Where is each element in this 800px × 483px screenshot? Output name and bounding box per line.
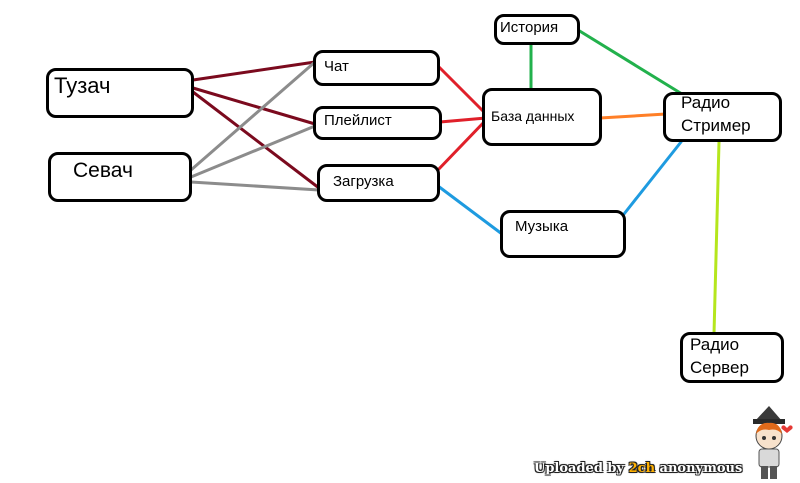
edge-upload-database <box>434 118 488 174</box>
node-radio-server[interactable]: Радио Сервер <box>680 332 784 383</box>
node-box <box>313 50 440 86</box>
node-box <box>48 152 192 202</box>
node-box <box>494 14 580 45</box>
edge-database-streamer <box>598 112 668 120</box>
node-playlist[interactable]: Плейлист <box>313 106 442 140</box>
node-label: Севач <box>73 159 133 182</box>
node-label: Музыка <box>515 218 569 235</box>
node-upload[interactable]: Загрузка <box>317 164 440 202</box>
node-label: История <box>500 19 559 36</box>
node-label: Загрузка <box>333 173 394 190</box>
edge-history-streamer <box>576 28 684 96</box>
edge-music-streamer <box>622 140 683 216</box>
edge-streamer-server <box>712 140 721 336</box>
edge-sevach-chat <box>189 60 317 172</box>
upload-watermark: Uploaded by 2ch anonymous <box>534 461 762 481</box>
node-box <box>317 164 440 202</box>
connection-lines <box>189 28 721 336</box>
node-history[interactable]: История <box>494 14 580 45</box>
edge-sevach-playlist <box>189 124 317 179</box>
node-box <box>663 92 782 142</box>
node-label: Тузач <box>54 73 111 98</box>
node-database[interactable]: База данных <box>482 88 602 146</box>
edge-tuzach-playlist <box>191 86 317 126</box>
node-box <box>680 332 784 383</box>
node-label: Плейлист <box>324 112 392 129</box>
node-box <box>482 88 602 146</box>
watermark-suffix: anonymous <box>655 461 743 476</box>
edge-upload-music <box>436 184 504 236</box>
node-label-line2: Сервер <box>690 358 749 377</box>
edge-tuzach-chat <box>191 60 317 82</box>
node-label-line2: Стример <box>681 116 751 135</box>
edge-sevach-upload <box>189 180 321 192</box>
node-box <box>500 210 626 258</box>
node-label-line1: Радио <box>681 93 731 112</box>
node-music[interactable]: Музыка <box>500 210 626 258</box>
node-sevach[interactable]: Севач <box>48 152 192 202</box>
edge-tuzach-upload <box>191 90 321 190</box>
node-label: База данных <box>491 108 575 124</box>
node-tuzach[interactable]: Тузач <box>46 68 194 118</box>
watermark-brand: 2ch <box>628 461 656 476</box>
edge-chat-database <box>436 64 488 116</box>
node-label-line1: Радио <box>690 335 740 354</box>
node-label: Чат <box>324 58 349 75</box>
node-radio-streamer[interactable]: Радио Стример <box>663 92 782 142</box>
watermark-prefix: Uploaded by <box>534 461 629 476</box>
edge-playlist-database <box>438 116 488 124</box>
node-box <box>46 68 194 118</box>
anime-mascot-icon <box>753 406 793 479</box>
node-box <box>313 106 442 140</box>
node-chat[interactable]: Чат <box>313 50 440 86</box>
